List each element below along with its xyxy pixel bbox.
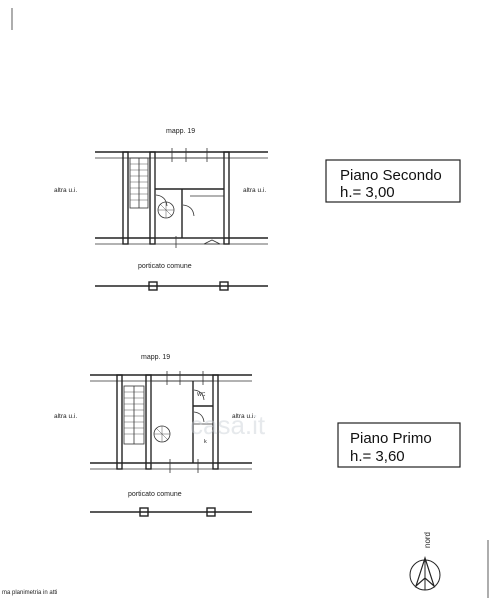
left-neighbor-label: altra u.i.	[54, 187, 77, 194]
first-floor-plan: mapp. 19 altra u.i. altra u.i. WC k port…	[54, 354, 255, 517]
column	[219, 281, 229, 291]
staircase	[129, 157, 149, 209]
first-floor-title-box: Piano Primo h.= 3,60	[337, 422, 461, 468]
floor-height: h.= 3,00	[340, 184, 395, 201]
door-swing	[193, 411, 205, 423]
party-wall	[116, 374, 123, 470]
party-wall	[145, 374, 152, 470]
second-floor-plan: mapp. 19 altra u.i. altra u.i. porticato…	[54, 128, 268, 291]
portico-label: porticato comune	[128, 491, 182, 498]
floor-title: Piano Secondo	[340, 167, 442, 184]
left-neighbor-label: altra u.i.	[54, 413, 77, 420]
floor-title: Piano Primo	[350, 430, 432, 447]
kitchen-label: k	[204, 439, 207, 445]
right-neighbor-label: altra u.i.	[232, 413, 255, 420]
party-wall	[223, 151, 230, 245]
footer-note: ma planimetria in atti	[2, 590, 57, 596]
column	[206, 507, 216, 517]
door-swing	[182, 204, 195, 217]
right-neighbor-label: altra u.i.	[243, 187, 266, 194]
parcel-label: mapp. 19	[166, 128, 195, 135]
entry-mark	[203, 239, 221, 245]
unit-outline	[154, 157, 225, 239]
party-wall	[149, 151, 156, 245]
north-label: nord	[423, 532, 432, 548]
column	[139, 507, 149, 517]
door-swing	[155, 194, 168, 207]
staircase	[123, 385, 145, 445]
door-swing	[193, 389, 205, 401]
parcel-label: mapp. 19	[141, 354, 170, 361]
second-floor-title-box: Piano Secondo h.= 3,00	[325, 159, 461, 203]
party-wall	[122, 151, 129, 245]
column	[148, 281, 158, 291]
spiral-stair	[153, 425, 171, 443]
floor-height: h.= 3,60	[350, 448, 405, 465]
spiral-stair	[157, 201, 175, 219]
watermark-text: casa.it	[190, 410, 266, 440]
north-arrow-icon	[409, 556, 441, 591]
wc-label: WC	[197, 392, 206, 398]
portico-label: porticato comune	[138, 263, 192, 270]
unit-outline	[150, 380, 214, 464]
